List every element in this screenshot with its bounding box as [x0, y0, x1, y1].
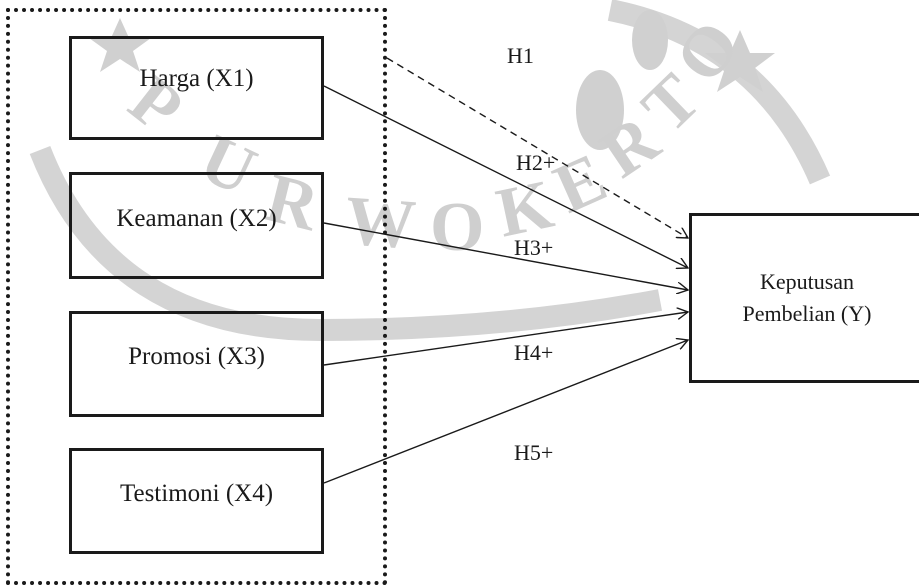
variable-label-keamanan: Keamanan (X2) [116, 205, 277, 232]
variable-label-testimoni: Testimoni (X4) [119, 480, 274, 507]
arrow-h4 [323, 312, 688, 366]
arrow-h2 [323, 85, 688, 268]
arrow-h1 [386, 57, 688, 238]
hypothesis-label-h3: H3+ [514, 235, 554, 260]
hypothesis-label-h5: H5+ [514, 440, 554, 465]
variable-label-harga: Harga (X1) [139, 65, 254, 92]
dependent-variable-label: Keputusan Pembelian (Y) [743, 266, 872, 330]
arrow-h5 [323, 340, 688, 484]
variable-box-testimoni: Testimoni (X4) [69, 448, 324, 554]
dependent-label-line2: Pembelian (Y) [742, 301, 872, 326]
hypothesis-label-h4: H4+ [514, 340, 554, 365]
dependent-label-line1: Keputusan [759, 269, 855, 294]
variable-label-promosi: Promosi (X3) [128, 343, 265, 370]
variable-box-promosi: Promosi (X3) [69, 311, 324, 417]
variable-box-harga: Harga (X1) [69, 36, 324, 140]
dependent-variable-box: Keputusan Pembelian (Y) [689, 213, 919, 383]
arrow-h3 [323, 222, 688, 290]
hypothesis-label-h1: H1 [507, 43, 534, 68]
variable-box-keamanan: Keamanan (X2) [69, 172, 324, 279]
hypothesis-label-h2: H2+ [516, 150, 556, 175]
independent-variables-group [6, 8, 387, 585]
